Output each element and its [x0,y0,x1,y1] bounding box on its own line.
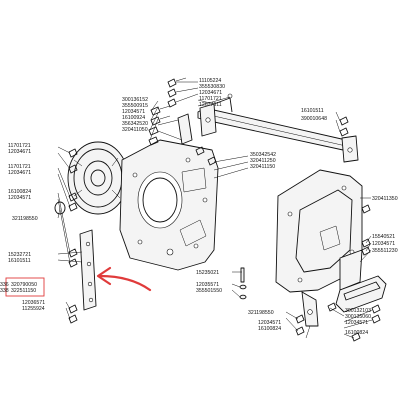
part-number: 16100824 [258,326,281,332]
leader-lines [57,81,373,339]
part-number: 320411250 [250,158,276,164]
right-frame-panel [275,169,363,293]
part-number: 350342542 [250,152,276,158]
part-number: 16101511 [301,108,324,114]
part-number: 320411350 [372,196,398,202]
part-number: 12034571 [345,320,368,326]
part-number: 15540521 [372,234,395,240]
part-number: 15235021 [196,270,219,276]
part-number: 321198550 [12,216,38,222]
part-number: 356342520 [122,121,148,127]
part-number: 16100824 [8,189,31,195]
part-number-labels: 11105224 355530830 12034671 11701721 126… [0,78,398,336]
callout-arrow-head [96,266,112,286]
part-number-callout: 338 [0,288,9,294]
callout-arrow-shaft [98,274,152,292]
part-number: 11701721 [8,164,31,170]
part-number: 355501550 [196,288,222,294]
part-number: 12034671 [8,170,31,176]
part-number: 12034671 [8,149,31,155]
part-number: 12034571 [258,320,281,326]
part-number: 12034571 [122,109,145,115]
part-number: 12034671 [199,90,222,96]
part-number: 321198550 [248,310,274,316]
red-callout [5,266,152,297]
left-frame-panel [119,139,219,271]
part-number: 11701721 [8,143,31,149]
callout-highlight-box [5,277,45,297]
part-number: 12036571 [22,300,45,306]
part-number-callout: 322511150 [11,288,36,294]
part-number: 16101511 [8,258,31,264]
top-crossbar-assembly [177,93,359,163]
part-number-callout: 336 [0,282,9,288]
part-number: 320411150 [250,164,275,170]
lower-arm-assembly [301,275,387,327]
part-number: 300136152 [122,97,148,103]
part-number: 355530830 [199,84,225,90]
left-vertical-strip [79,229,97,311]
part-number: 12034571 [8,195,31,201]
part-number: 12677611 [199,102,222,108]
part-number: 16100924 [122,115,145,121]
part-number: 11701721 [199,96,222,102]
part-number: 16100824 [345,330,368,336]
part-number: 355511230 [372,248,398,254]
part-number-callout: 320790050 [11,282,37,288]
part-number: 15232721 [8,252,31,258]
part-number: 12034571 [372,241,395,247]
part-number: 320411050 [122,127,148,133]
part-number: 300135060 [345,314,371,320]
part-number: 11105224 [199,78,221,84]
part-number: 11255924 [22,306,45,312]
part-number: 355500915 [122,103,148,109]
part-number: 300132103 [345,308,371,314]
fasteners [68,77,381,342]
part-number: 12035571 [196,282,219,288]
part-number: 390010648 [301,116,327,122]
round-cover [54,141,129,215]
